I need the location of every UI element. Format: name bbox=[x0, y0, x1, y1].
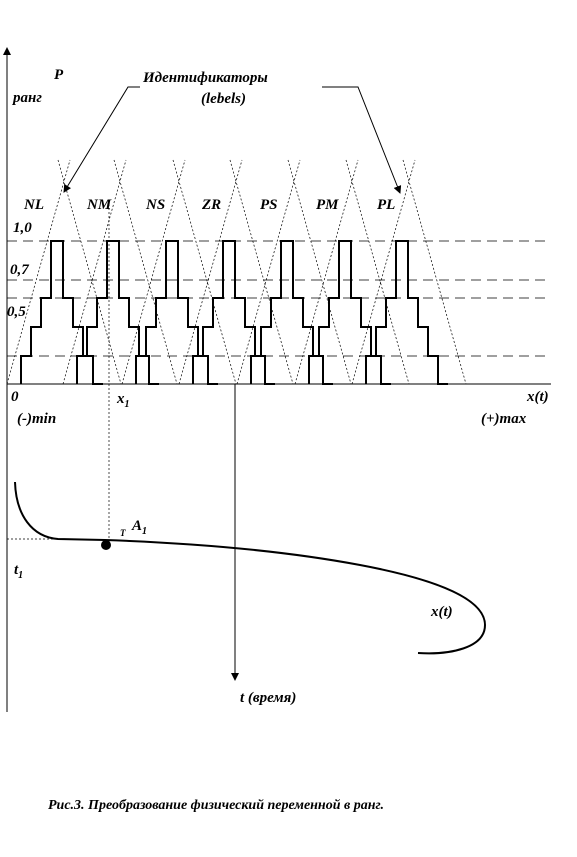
point-a1-marker bbox=[101, 540, 111, 550]
term-pm: PM bbox=[316, 197, 339, 213]
identifiers-subtitle: (lebels) bbox=[201, 91, 246, 107]
term-nl: NL bbox=[23, 197, 44, 213]
membership-nm-rise bbox=[62, 159, 127, 385]
tick-1-0: 1,0 bbox=[13, 220, 32, 236]
membership-ns-rise bbox=[121, 159, 186, 385]
a1-label: A1 bbox=[131, 518, 147, 537]
membership-pm-rise bbox=[294, 159, 359, 385]
t1-label: t1 bbox=[14, 562, 23, 581]
membership-zr-fall bbox=[229, 159, 294, 385]
membership-pl-fall bbox=[402, 159, 467, 385]
a1-mark: T bbox=[120, 528, 126, 538]
staircase-pl bbox=[365, 240, 448, 385]
membership-pl-rise bbox=[351, 159, 416, 385]
identifiers-arrow-left bbox=[63, 86, 140, 193]
term-pl: PL bbox=[377, 197, 395, 213]
trajectory-curve bbox=[14, 481, 487, 655]
term-zr: ZR bbox=[201, 197, 221, 213]
term-nm: NM bbox=[86, 197, 112, 213]
curve-label: x(t) bbox=[430, 604, 453, 620]
identifiers-title: Идентификаторы bbox=[142, 70, 268, 86]
tick-0-7: 0,7 bbox=[10, 262, 29, 278]
staircase-pm bbox=[308, 240, 391, 385]
membership-ps-fall bbox=[287, 159, 352, 385]
membership-nl-fall bbox=[57, 159, 122, 385]
tick-0-5: 0,5 bbox=[7, 304, 26, 320]
membership-nl-rise bbox=[6, 159, 71, 385]
x1-label: x1 bbox=[116, 391, 130, 410]
membership-pm-fall bbox=[345, 159, 410, 385]
membership-zr-rise bbox=[178, 159, 243, 385]
min-label: (-)min bbox=[17, 411, 56, 427]
term-ns: NS bbox=[145, 197, 165, 213]
membership-ps-rise bbox=[236, 159, 301, 385]
staircase-zr bbox=[192, 240, 275, 385]
origin-label: 0 bbox=[11, 389, 19, 405]
x-axis-label: x(t) bbox=[526, 389, 549, 405]
term-ps: PS bbox=[260, 197, 278, 213]
max-label: (+)max bbox=[481, 411, 527, 427]
rank-label: ранг bbox=[11, 90, 42, 106]
t-axis-label: t (время) bbox=[240, 690, 296, 706]
membership-triangles bbox=[6, 159, 467, 385]
rank-staircases bbox=[20, 240, 448, 385]
staircase-nm bbox=[76, 240, 159, 385]
p-axis-label: P bbox=[54, 67, 64, 83]
membership-nm-fall bbox=[113, 159, 178, 385]
staircase-ps bbox=[250, 240, 333, 385]
figure-caption: Рис.3. Преобразование физический перемен… bbox=[48, 798, 384, 813]
staircase-nl bbox=[20, 240, 103, 385]
membership-ns-fall bbox=[172, 159, 237, 385]
identifiers-arrow-right bbox=[322, 86, 402, 194]
